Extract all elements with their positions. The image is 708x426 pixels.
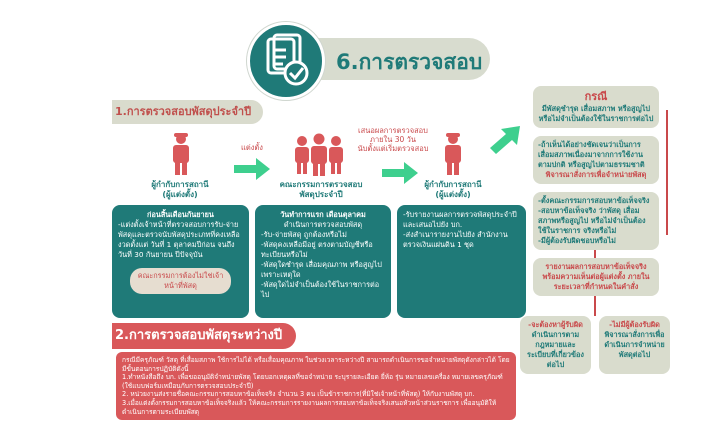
actor-label: ผู้กำกับการสถานี(ผู้แต่งตั้ง) [151, 180, 209, 199]
left-content: ก่อนสิ้นเดือนกันยายน -แต่งตั้งเจ้าหน้าที… [112, 205, 526, 426]
title-banner: 6.การตรวจสอบ [292, 38, 490, 80]
arrow-right-icon [382, 162, 418, 184]
section2-heading: 2.การตรวจสอบพัสดุระหว่างปี [112, 323, 297, 349]
appoint-label: แต่งตั้ง [241, 143, 263, 152]
page-title: 6.การตรวจสอบ [336, 50, 483, 74]
connector-line [594, 250, 596, 258]
checklist-document-icon [247, 22, 325, 100]
outcomes-row: -จะต้องหาผู้รับผิด ดำเนินการตามกฎหมายและ… [520, 316, 670, 374]
submit-results-label: เสนอผลการตรวจสอบภายใน 30 วันนับตั้งแต่เร… [357, 126, 429, 153]
arrow-right-icon [234, 158, 270, 180]
annual-step3-box: -รับรายงานผลการตรวจพัสดุประจำปีและเสนอไป… [397, 205, 526, 318]
right-content: กรณี มีพัสดุชำรุด เสื่อมสภาพ หรือสูญไป ห… [520, 86, 670, 374]
connector-line [594, 296, 596, 316]
committee-note: คณะกรรมการต้องไม่ใช่เจ้าหน้าที่พัสดุ [130, 268, 231, 294]
officer-person-icon [173, 133, 189, 175]
committee-group-icon [295, 133, 343, 176]
annual-step2-box: วันทำการแรก เดือนตุลาคม ดำเนินการตรวจสอบ… [255, 205, 391, 318]
not-liable-outcome-box: -ไม่มีผู้ต้องรับผิด พิจารณาสั่งการเพื่อด… [599, 316, 670, 374]
actor-label: ผู้กำกับการสถานี(ผู้แต่งตั้ง) [424, 180, 482, 199]
normal-deterioration-box: -ถ้าเห็นได้อย่างชัดเจนว่าเป็นการเสื่อมสภ… [533, 136, 659, 184]
arrow-up-right-icon [490, 126, 520, 154]
bracket-line [666, 110, 668, 235]
officer-person-icon [445, 133, 461, 175]
liable-outcome-box: -จะต้องหาผู้รับผิด ดำเนินการตามกฎหมายและ… [520, 316, 591, 374]
section1-heading: 1.การตรวจสอบพัสดุประจำปี [112, 100, 264, 124]
actor-label: คณะกรรมการตรวจสอบพัสดุประจำปี [279, 180, 363, 199]
midyear-steps-box: กรณีมีครุภัณฑ์ วัสดุ ที่เสื่อมสภาพ ใช้กา… [116, 352, 516, 421]
annual-steps-row: ก่อนสิ้นเดือนกันยายน -แต่งตั้งเจ้าหน้าที… [112, 205, 526, 318]
fact-finding-box: -ตั้งคณะกรรมการสอบหาข้อเท็จจริง -สอบหาข้… [533, 192, 659, 250]
report-box: รายงานผลการสอบหาข้อเท็จจริง พร้อมความเห็… [533, 258, 659, 296]
case-box: กรณี มีพัสดุชำรุด เสื่อมสภาพ หรือสูญไป ห… [533, 86, 659, 128]
annual-step1-box: ก่อนสิ้นเดือนกันยายน -แต่งตั้งเจ้าหน้าที… [112, 205, 249, 318]
